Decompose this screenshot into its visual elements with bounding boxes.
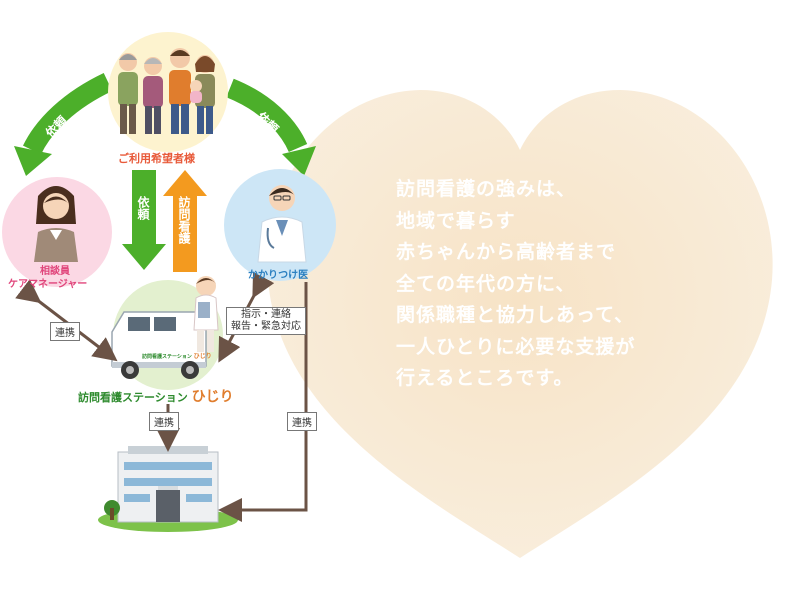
hospital-illustration	[98, 446, 238, 532]
message-line: 一人ひとりに必要な支援が	[396, 335, 636, 358]
message-line: 全ての年代の方に、	[396, 272, 576, 295]
message-line: 赤ちゃんから高齢者まで	[396, 241, 617, 263]
station-name: ひじり	[191, 389, 234, 405]
family-illustration	[118, 48, 215, 134]
tag-instruction: 指示・連絡 報告・緊急対応	[226, 307, 306, 335]
arrow-request-right	[226, 78, 316, 176]
tag-cooperation-hospital: 連携	[149, 412, 179, 431]
message-line: 訪問看護の強みは、	[396, 178, 577, 200]
message-line: 地域で暮らす	[396, 209, 516, 232]
station-label: 訪問看護ステーション ひじり	[78, 386, 234, 406]
care-manager-label-2: ケアマネージャー	[8, 279, 88, 290]
care-manager-label-1: 相談員	[40, 266, 70, 277]
tag-cooperation-cm: 連携	[50, 322, 80, 341]
care-manager-illustration	[34, 186, 78, 262]
heart-message: 訪問看護の強みは、 地域で暮らす 赤ちゃんから高齢者まで 全ての年代の方に、 関…	[396, 174, 696, 395]
arrow-request-down	[122, 170, 166, 270]
doctor-label: かかりつけ医	[248, 270, 309, 281]
doctor-illustration	[257, 185, 307, 263]
nurse-illustration	[193, 276, 219, 352]
label-request-down: 依頼	[136, 196, 150, 220]
heart-shape	[267, 90, 773, 558]
family-label: ご利用希望者様	[118, 152, 195, 165]
arrow-request-left	[14, 72, 113, 176]
tag-cooperation-doctor: 連携	[287, 412, 317, 431]
van-sign: 訪問看護ステーション ひじり	[142, 353, 212, 360]
label-visit-up: 訪問看護	[177, 196, 191, 244]
arrow-visit-up	[163, 170, 207, 272]
message-line: 関係職種と協力しあって、	[396, 304, 635, 326]
line-cooperation-doctor	[218, 282, 308, 522]
van-illustration	[111, 311, 207, 379]
station-prefix: 訪問看護ステーション	[78, 391, 188, 404]
message-line: 行えるところです。	[396, 367, 574, 389]
